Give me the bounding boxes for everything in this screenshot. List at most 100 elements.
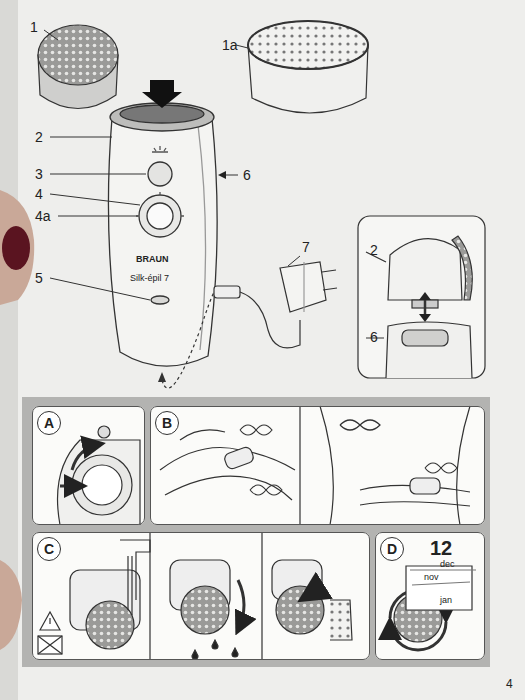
panel-b-art [320, 406, 470, 525]
panel-ground [22, 397, 490, 667]
panel-b-art [410, 478, 440, 494]
panel-a-art [60, 485, 82, 488]
page-sheet [18, 0, 525, 700]
charger [158, 262, 337, 388]
page-sheet [18, 0, 525, 700]
cap [248, 21, 368, 69]
panel-ground [22, 397, 490, 667]
inset [452, 236, 472, 300]
leader-lines [50, 194, 140, 205]
panel-c-art [150, 532, 262, 660]
panel-b-art [299, 406, 300, 525]
callout-number: 6 [243, 168, 251, 182]
charger [162, 292, 214, 388]
panel-c-art [40, 612, 60, 630]
callout-number: 4 [35, 187, 43, 201]
panel-c-art [38, 532, 352, 660]
panel-a-art [58, 426, 141, 525]
step-letter: C [37, 537, 61, 561]
inset [388, 239, 462, 300]
panel-d-art [410, 570, 476, 585]
charger [280, 262, 326, 312]
device-body [108, 80, 217, 366]
callout-number: 2 [35, 130, 43, 144]
panel-d-art [406, 566, 472, 610]
printed-text: BRAUN [136, 255, 169, 264]
callout-number: 1a [222, 38, 238, 52]
inset [358, 216, 485, 378]
device-body [139, 195, 181, 237]
panel-b-art [250, 485, 282, 495]
hand [2, 226, 30, 270]
panel-d-art [390, 622, 446, 650]
callout-number: 5 [35, 271, 43, 285]
panel-c-art [276, 586, 324, 634]
callout-number: 6 [370, 330, 378, 344]
leader-lines [44, 30, 58, 40]
panel-c-art [86, 601, 134, 649]
printed-text: Silk-épil 7 [130, 274, 169, 283]
charger [322, 270, 337, 290]
panel-ground [32, 406, 145, 525]
panel-c-art [330, 600, 352, 640]
hand [0, 190, 34, 305]
leader-lines [288, 256, 300, 266]
panel-c-art [49, 618, 50, 624]
device-body [148, 162, 172, 186]
panel-ground [150, 406, 485, 525]
panel-b-art [340, 420, 380, 430]
printed-text: nov [424, 573, 439, 582]
panel-a-art [98, 426, 110, 438]
cap [248, 21, 368, 69]
printed-text: jan [440, 596, 452, 605]
panel-c-art [38, 636, 62, 654]
panel-c-art [120, 540, 150, 615]
panel-b-art [425, 463, 457, 473]
callout-number: 7 [302, 240, 310, 254]
inset [366, 252, 386, 338]
device-body [151, 296, 169, 304]
leader-lines [58, 216, 138, 217]
step-panel: C [32, 532, 370, 660]
page-number: 4 [506, 678, 513, 690]
panel-b-art [223, 446, 255, 471]
callout-number: 3 [35, 167, 43, 181]
brush-head [38, 25, 118, 109]
panel-ground [32, 532, 370, 660]
panel-c-art [192, 640, 238, 659]
device-body [147, 203, 173, 229]
leader-lines [50, 174, 146, 175]
device-body [142, 80, 182, 108]
leader-lines [220, 175, 238, 176]
panel-a-art [72, 444, 100, 470]
inset [419, 292, 431, 322]
callout-number: 4a [35, 209, 51, 223]
panel-ground [375, 532, 485, 660]
step-letter: D [380, 537, 404, 561]
callout-number: 2 [370, 243, 378, 257]
panel-c-art [181, 586, 229, 634]
charger [158, 372, 166, 382]
charger [214, 286, 240, 298]
panel-c-art [304, 588, 320, 598]
inset [402, 330, 448, 346]
panel-c-art [238, 580, 244, 630]
brush-head [38, 25, 118, 85]
panel-b-art [240, 425, 272, 435]
hand [0, 560, 22, 650]
leader-lines [236, 45, 248, 48]
printed-text: dec [440, 560, 455, 569]
step-panel: B [150, 406, 485, 525]
charger [303, 262, 304, 312]
panel-a-art [82, 465, 122, 505]
step-panel: A [32, 406, 145, 525]
leader-lines [50, 137, 112, 138]
inset [358, 216, 485, 378]
panel-a-art [58, 440, 141, 525]
printed-text: 12 [430, 538, 452, 558]
callout-number: 1 [30, 20, 38, 34]
panel-c-art [38, 636, 62, 654]
panel-b-art [160, 406, 470, 525]
